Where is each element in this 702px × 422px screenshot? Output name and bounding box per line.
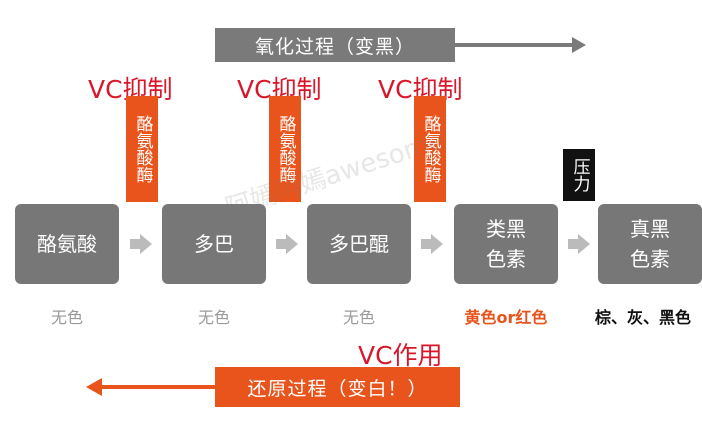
- oxidation-arrow-head-icon: [572, 37, 586, 53]
- stage-dopaquinone: 多巴醌: [307, 204, 411, 284]
- pressure-label: 压力: [563, 149, 595, 201]
- flow-arrow-icon: [421, 234, 443, 254]
- vc-effect-note: VC作用: [358, 341, 443, 370]
- flow-arrow-icon: [130, 234, 152, 254]
- enzyme-label: 酪氨酸酶: [269, 96, 301, 202]
- stage-color-label: 无色: [197, 308, 230, 327]
- enzyme-label: 酪氨酸酶: [126, 96, 158, 202]
- stage-eumelanin: 真黑 色素: [598, 204, 702, 284]
- stage-dopa: 多巴: [162, 204, 266, 284]
- stage-color-label: 黄色or红色: [464, 308, 548, 327]
- stage-color-label: 棕、灰、黑色: [594, 308, 691, 327]
- stage-color-label: 无色: [342, 308, 375, 327]
- stage-tyrosine: 酪氨酸: [15, 204, 119, 284]
- oxidation-arrow-line: [455, 43, 575, 47]
- oxidation-process-bar: 氧化过程（变黑）: [215, 28, 455, 62]
- enzyme-label: 酪氨酸酶: [414, 96, 446, 202]
- reduction-arrow-line: [100, 385, 216, 389]
- reduction-arrow-head-icon: [86, 378, 102, 396]
- reduction-process-bar: 还原过程（变白！）: [215, 367, 460, 407]
- stage-pheomelanin: 类黑 色素: [454, 204, 558, 284]
- flow-arrow-icon: [568, 234, 590, 254]
- flow-arrow-icon: [276, 234, 298, 254]
- stage-color-label: 无色: [50, 308, 83, 327]
